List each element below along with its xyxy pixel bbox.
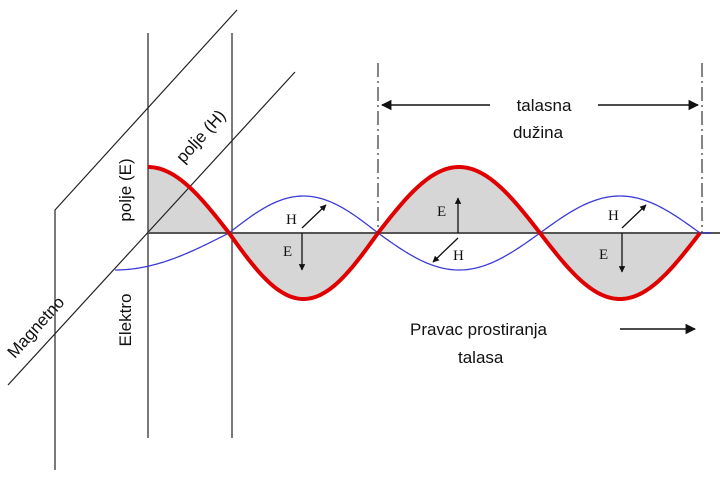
wavelength-label-line2: dužina: [513, 123, 564, 142]
label-magnetno: Magnetno: [4, 293, 69, 362]
wavelength-label-line1: talasna: [517, 96, 572, 115]
e-vector-label-2: E: [437, 204, 446, 220]
h-vector-3: [621, 204, 647, 229]
h-vector-label-1: H: [286, 212, 297, 228]
label-elektro: Elektro: [116, 294, 135, 347]
wavelength-markers: [377, 63, 703, 233]
e-vector-label-1: E: [283, 244, 292, 260]
magnetic-wave: [114, 195, 711, 271]
label-polje-h: polje (H): [172, 106, 229, 166]
electric-wave: [147, 165, 702, 302]
h-vector-label-3: H: [608, 208, 619, 224]
vector-group-1: H E: [283, 204, 327, 271]
propagation-label-line2: talasa: [458, 348, 504, 367]
magnetic-plane: [7, 9, 296, 470]
e-vector-label-3: E: [599, 247, 608, 263]
h-vector-1: [301, 204, 327, 229]
propagation-label-line1: Pravac prostiranja: [410, 320, 548, 339]
vector-group-3: H E: [599, 204, 647, 273]
label-polje-e: polje (E): [116, 158, 135, 221]
h-vector-label-2: H: [453, 248, 464, 264]
h-vector-2: [432, 237, 459, 263]
vector-group-2: E H: [432, 197, 464, 264]
